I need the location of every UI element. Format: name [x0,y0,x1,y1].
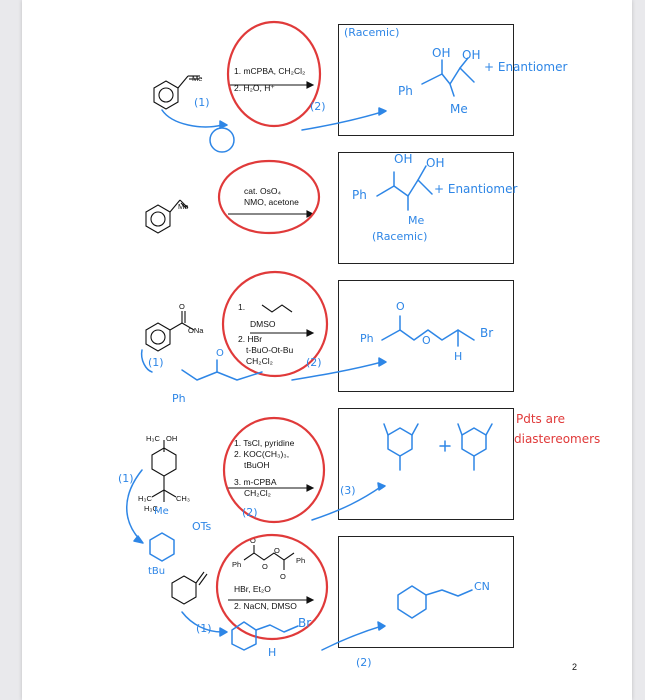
p3-reagent-2: DMSO [250,319,276,329]
p4-h3c-label: H₃C [146,434,160,443]
p4-h3c2-label: H₃C [138,494,152,503]
p4-diastereomers-note: diastereomers [514,432,601,446]
p5-o-label-2: O [262,562,268,571]
p4-step-3: (3) [340,484,356,497]
p2-racemic: (Racemic) [372,230,428,243]
printed-structures [145,75,315,605]
p1-oh-2: OH [462,48,481,62]
p4-ch3-label: CH₃ [176,494,190,503]
p5-o-label-3: O [274,546,280,555]
answer-box-4 [338,408,514,520]
p2-enantiomer: + Enantiomer [434,182,518,196]
p2-oh-1: OH [394,152,413,166]
p3-reagent-3: 2. HBr [238,334,263,344]
p4-reagent-2: 2. KOC(CH₃)₃, [234,449,290,459]
p5-ph-label-2: Ph [296,556,306,565]
answer-box-3 [338,280,514,392]
p4-pdts-note: Pdts are [516,412,566,426]
p3-o-ester: O [422,334,431,347]
answer-box-2 [338,152,514,264]
p5-reagents: HBr, Et₂O 2. NaCN, DMSO [234,584,297,612]
p2-reagents: cat. OsO₄ NMO, acetone [244,186,299,208]
p5-step-2: (2) [356,656,372,669]
p5-o-label-4: O [280,572,286,581]
p5-reagent-1: HBr, Et₂O [234,584,271,594]
p4-step-1: (1) [118,472,134,485]
p3-step-1: (1) [148,356,164,369]
worksheet-page: Me Me O ONa H₃C OH H₃C CH₃ H₃C 1. mCPBA,… [22,0,632,700]
p4-reagent-4: 3. m-CPBA [234,477,277,487]
p5-o-label-1: O [250,536,256,545]
p1-me-label: Me [192,74,203,83]
p5-h: H [268,646,277,659]
p4-red-circle [222,416,326,524]
p5-step-1: (1) [196,622,212,635]
p1-oh-1: OH [432,46,451,60]
p1-red-circle [226,20,322,128]
p2-ph: Ph [352,188,367,202]
p1-reagent-2: 2. H₂O, H⁺ [234,83,275,93]
p1-step-1: (1) [194,96,210,109]
p3-reagent-5: CH₂Cl₂ [246,356,273,366]
page-number: 2 [572,662,578,672]
p2-me: Me [408,214,425,227]
p1-reagent-1: 1. mCPBA, CH₂Cl₂ [234,66,306,76]
p1-start-structure [153,75,200,110]
p4-tbu: tBu [148,566,166,577]
answer-box-5 [338,536,514,648]
p3-o-side: O [216,348,224,359]
p3-start-structure [145,311,195,352]
p3-reagent-4: t-BuO-Ot-Bu [246,345,294,355]
p3-o-label: O [179,302,185,311]
p1-racemic-note: (Racemic) [344,26,400,39]
p2-red-circle [217,159,321,235]
p4-me: Me [154,506,169,517]
p3-red-circle [221,270,329,378]
p3-reagent-1: 1. [238,302,246,312]
p4-reagent-1: 1. TsCl, pyridine [234,438,295,448]
p3-step-2: (2) [306,356,322,369]
p2-me-label: Me [178,202,189,211]
p3-ph-side: Ph [172,392,186,405]
p4-start-structure [151,440,177,502]
p1-me: Me [450,102,468,116]
p3-o: O [396,300,405,313]
p5-cn: CN [474,580,490,593]
handwriting-ink [126,20,493,651]
p4-step-2: (2) [242,506,258,519]
p2-reagent-2: NMO, acetone [244,197,299,207]
p2-reagent-1: cat. OsO₄ [244,186,282,196]
p5-reagent-2: 2. NaCN, DMSO [234,601,297,611]
p5-red-circle [215,533,329,641]
p3-reagents: 1. DMSO 2. HBr t-BuO-Ot-Bu CH₂Cl₂ [238,302,293,367]
p4-oh-label: OH [166,434,178,443]
p1-ph: Ph [398,84,413,98]
p4-reagent-5: CH₂Cl₂ [244,488,271,498]
p5-ph-label-1: Ph [232,560,242,569]
p3-ona-label: ONa [188,326,204,335]
p5-start-structure [171,571,208,605]
p2-start-structure [145,199,189,234]
p4-reagent-3: tBuOH [244,460,270,470]
p1-step-2: (2) [310,100,326,113]
answer-box-1 [338,24,514,136]
p5-br: Br [298,616,312,630]
p4-h3c3-label: H₃C [144,504,158,513]
p3-br: Br [480,326,494,340]
p1-enantiomer: + Enantiomer [484,60,568,74]
p1-reagents: 1. mCPBA, CH₂Cl₂ 2. H₂O, H⁺ [234,66,305,94]
p2-oh-2: OH [426,156,445,170]
p4-reagents: 1. TsCl, pyridine 2. KOC(CH₃)₃, tBuOH 3.… [234,438,294,499]
p3-h: H [454,350,463,363]
p4-ots: OTs [192,520,212,533]
p3-ph: Ph [360,332,374,345]
